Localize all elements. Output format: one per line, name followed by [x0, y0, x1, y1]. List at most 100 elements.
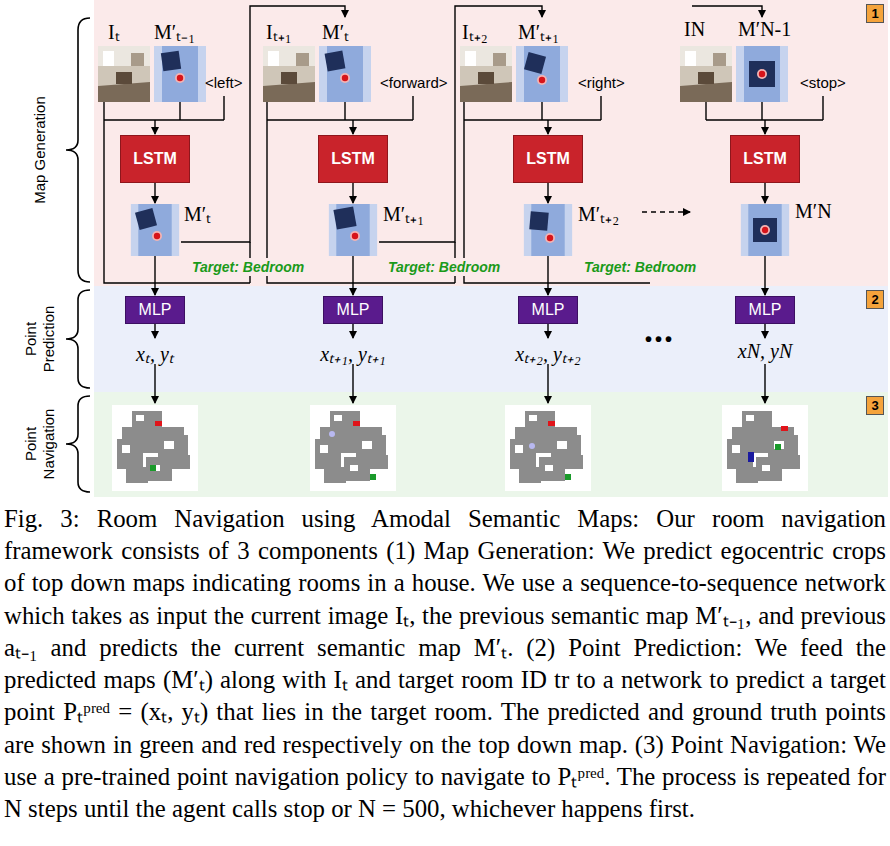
section-band: Point PredictionMLPMLPMLPMLP2: [94, 286, 888, 392]
section-label: Point Prediction: [22, 294, 58, 384]
room-block: [749, 61, 775, 87]
lstm-box: LSTM: [318, 135, 388, 183]
section-brace: [66, 290, 90, 388]
symbol-label: M′ₜ₋₁: [154, 18, 195, 45]
symbol-label: M′N: [795, 200, 832, 223]
symbol-label: Iₜ₊₂: [462, 18, 488, 45]
room-block: [753, 218, 777, 242]
agent-dot: [342, 75, 348, 81]
agent-ring: [537, 75, 547, 85]
truth-point: [353, 421, 360, 426]
agent-ring: [175, 73, 185, 83]
ellipsis: •••: [645, 328, 675, 351]
truth-point: [155, 421, 162, 426]
point-label: xₜ, yₜ: [136, 340, 174, 367]
map-tile: [319, 46, 371, 102]
agent-dot: [539, 77, 545, 83]
connector-line: [267, 102, 455, 283]
predicted-point: [775, 444, 781, 450]
section-brace: [66, 396, 90, 492]
room-block: [325, 51, 346, 72]
action-label: <stop>: [800, 74, 846, 91]
arrow: [154, 256, 155, 295]
arrow: [154, 183, 155, 203]
section-label: Map Generation: [31, 50, 49, 250]
agent-ring: [340, 73, 350, 83]
room-block: [524, 52, 546, 74]
dashed-arrow: [642, 211, 690, 212]
agent-point: [329, 431, 335, 437]
map-tile: [329, 204, 377, 256]
arrow: [352, 324, 353, 338]
room-block: [161, 51, 181, 71]
connector-line: [692, 6, 762, 17]
box-label: 2: [871, 292, 878, 307]
floorplan-map: [505, 405, 591, 491]
agent-ring: [152, 231, 162, 241]
box-label: MLP: [749, 301, 782, 319]
box-label: 1: [871, 6, 878, 21]
arrow: [547, 183, 548, 203]
connector-line: [104, 119, 823, 120]
map-tile: [154, 46, 206, 102]
map-tile: [516, 46, 568, 102]
arrow: [764, 120, 765, 134]
symbol-label: Iₜ₊₁: [266, 18, 292, 45]
arrow: [547, 120, 548, 134]
symbol-label: M′ₜ₊₁: [383, 200, 424, 227]
box-label: MLP: [337, 301, 370, 319]
room-block: [135, 208, 157, 230]
agent-dot: [352, 233, 358, 239]
lstm-box: LSTM: [120, 135, 190, 183]
photo-thumbnail: [680, 46, 732, 102]
symbol-label: IN: [684, 18, 705, 41]
box-label: 3: [871, 398, 878, 413]
arrow: [764, 364, 765, 403]
connector-line: [180, 102, 762, 120]
map-tile: [736, 46, 788, 102]
box-label: MLP: [139, 301, 172, 319]
arrow: [154, 364, 155, 403]
arrow: [352, 183, 353, 203]
lstm-box: LSTM: [513, 135, 583, 183]
section-label: Point Navigation: [22, 399, 58, 489]
agent-dot: [759, 71, 765, 77]
arrow: [764, 324, 765, 338]
target-label: Target: Bedroom: [582, 258, 698, 276]
photo-thumbnail: [98, 46, 150, 102]
photo-thumbnail: [460, 46, 512, 102]
box-label: LSTM: [331, 150, 375, 168]
point-label: xN, yN: [738, 340, 792, 363]
action-label: <right>: [578, 74, 625, 91]
action-label: <forward>: [380, 74, 448, 91]
connector-line: [104, 102, 250, 283]
map-tile: [524, 204, 572, 256]
arrow: [352, 364, 353, 403]
arrow: [764, 183, 765, 203]
point-label: xₜ₊₂, yₜ₊₂: [515, 340, 581, 367]
arrow: [547, 256, 548, 295]
section-number: 2: [866, 290, 884, 309]
connector-line: [181, 6, 345, 242]
connector-line: [379, 6, 542, 242]
agent-dot: [154, 233, 160, 239]
connector-line: [224, 96, 823, 120]
box-label: LSTM: [743, 150, 787, 168]
symbol-label: M′ₜ₊₂: [578, 200, 619, 227]
agent-ring: [350, 231, 360, 241]
action-label: <left>: [205, 74, 243, 91]
lstm-box: LSTM: [730, 135, 800, 183]
arrow: [352, 120, 353, 134]
agent-ring: [760, 225, 770, 235]
photo-thumbnail: [263, 46, 315, 102]
symbol-label: M′N-1: [738, 18, 791, 41]
floorplan-map: [112, 405, 198, 491]
room-block: [529, 211, 549, 231]
target-label: Target: Bedroom: [190, 258, 306, 276]
truth-point: [781, 426, 788, 431]
agent-ring: [757, 69, 767, 79]
connector-line: [464, 102, 650, 283]
agent-dot: [762, 227, 768, 233]
mlp-box: MLP: [125, 296, 185, 324]
